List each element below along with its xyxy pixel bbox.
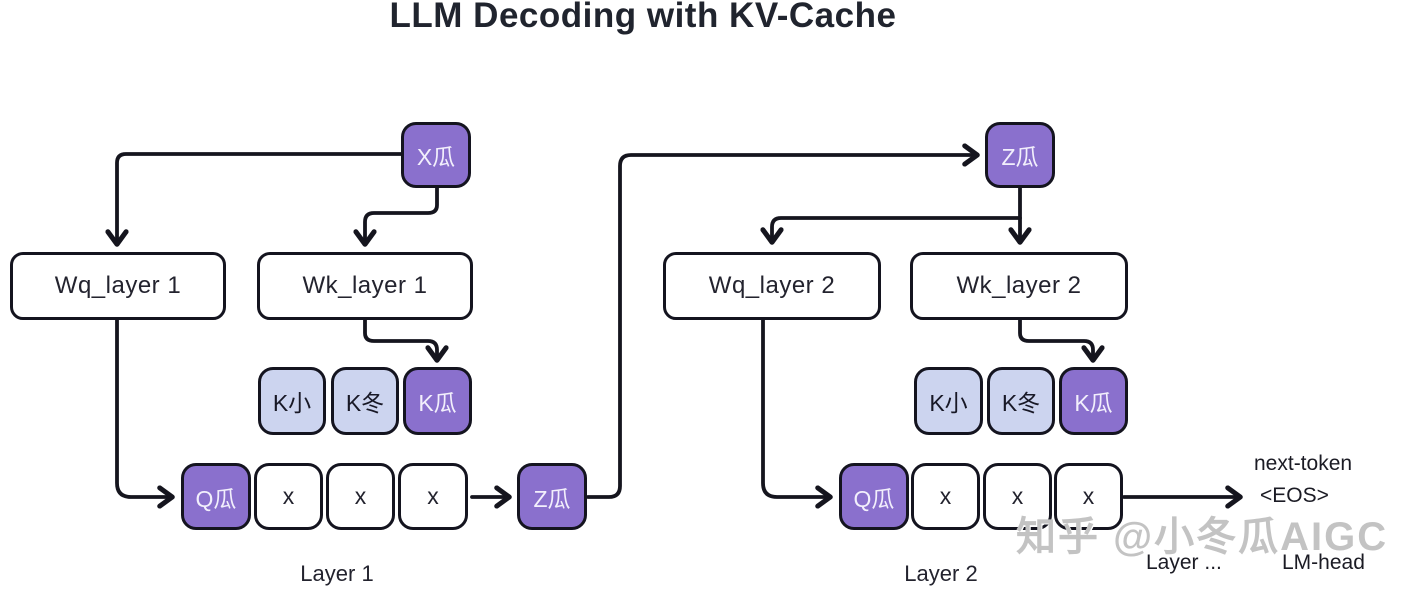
arrow-x-to-wk1 — [365, 186, 439, 242]
diagram-title: LLM Decoding with KV-Cache — [389, 0, 897, 35]
arrow-wk1-to-kcache — [363, 318, 437, 358]
x-token-layer1-1: x — [326, 463, 395, 530]
layer-ellipsis-label: Layer ... — [1146, 551, 1222, 574]
arrow-wq1-to-q — [115, 318, 170, 497]
arrow-x-to-wq1 — [117, 152, 403, 242]
wk-layer2-box: Wk_layer 2 — [910, 252, 1128, 320]
next-token-label: next-token — [1254, 452, 1353, 475]
arrow-ztop-to-wq2 — [772, 216, 1022, 240]
arrow-z1-to-z-top — [586, 155, 975, 499]
x-token-layer2-0: x — [911, 463, 980, 530]
kcache-layer2-token-1: K冬 — [987, 367, 1055, 435]
token-input-layer1: X瓜 — [401, 122, 471, 188]
kcache-layer1-token-0: K小 — [258, 367, 326, 435]
wq-layer1-box: Wq_layer 1 — [10, 252, 226, 320]
lm-head-label: LM-head — [1282, 551, 1365, 574]
wk-layer1-box: Wk_layer 1 — [257, 252, 473, 320]
x-token-layer1-0: x — [254, 463, 323, 530]
q-token-layer1: Q瓜 — [181, 463, 251, 530]
kcache-layer1-token-2: K瓜 — [403, 367, 472, 435]
q-token-layer2: Q瓜 — [839, 463, 909, 530]
layer2-label: Layer 2 — [904, 561, 978, 586]
x-token-layer2-2: x — [1054, 463, 1123, 530]
eos-token-label: <EOS> — [1260, 484, 1329, 507]
x-token-layer1-2: x — [398, 463, 468, 530]
arrow-wk2-to-kcache — [1018, 318, 1093, 358]
layer1-label: Layer 1 — [300, 561, 374, 586]
watermark: 知乎 @小冬瓜AIGC — [1016, 515, 1389, 559]
x-token-layer2-1: x — [983, 463, 1052, 530]
arrow-wq2-to-q — [761, 318, 828, 497]
kcache-layer2-token-2: K瓜 — [1059, 367, 1128, 435]
output-token-layer1: Z瓜 — [517, 463, 587, 530]
token-input-layer2: Z瓜 — [985, 122, 1055, 188]
wq-layer2-box: Wq_layer 2 — [663, 252, 881, 320]
kcache-layer2-token-0: K小 — [914, 367, 983, 435]
kcache-layer1-token-1: K冬 — [331, 367, 399, 435]
